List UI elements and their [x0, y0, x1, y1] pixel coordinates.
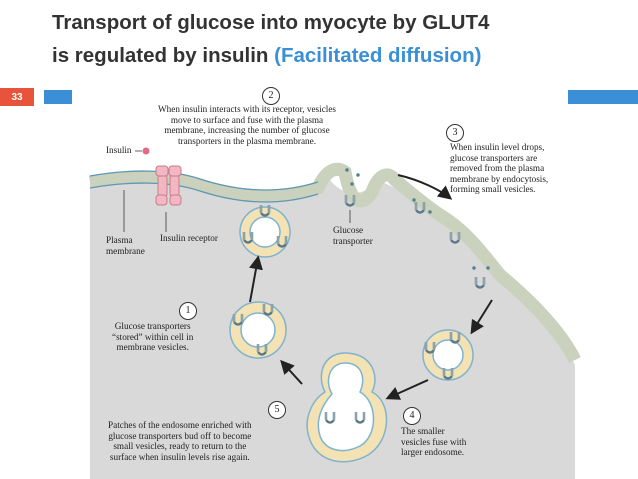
insulin-receptor-label: Insulin receptor: [160, 233, 218, 243]
slide-title: Transport of glucose into myocyte by GLU…: [52, 6, 489, 72]
vesicle-top: [239, 203, 291, 258]
plasma-membrane-label: Plasma membrane: [106, 235, 145, 256]
step-5-marker: 5: [268, 401, 286, 419]
step-1-text: Glucose transporters “stored” within cel…: [112, 321, 194, 353]
glucose-transporter-label: Glucose transporter: [333, 225, 373, 246]
title-line-2-text: is regulated by insulin: [52, 44, 275, 67]
step-3-marker: 3: [446, 124, 464, 142]
glucose-molecules: [345, 168, 490, 270]
step-2-marker: 2: [262, 87, 280, 105]
step-2-text: When insulin interacts with its receptor…: [158, 104, 336, 146]
arrow-bud-off: [280, 359, 303, 385]
title-highlight: (Facilitated diffusion): [274, 44, 482, 67]
vesicle-right: [422, 329, 474, 381]
step-1-marker: 1: [179, 302, 197, 320]
title-line-1: Transport of glucose into myocyte by GLU…: [52, 11, 490, 34]
title-line-2: is regulated by insulin (Facilitated dif…: [52, 39, 489, 72]
step-4-text: The smaller vesicles fuse with larger en…: [401, 426, 467, 458]
insulin-label: Insulin: [106, 145, 132, 155]
insulin-receptor-icon: [155, 165, 182, 206]
plasma-membrane: [88, 162, 581, 364]
title-rule-left: [44, 90, 72, 104]
arrow-to-vesicle-right: [470, 299, 493, 335]
step-4-marker: 4: [403, 407, 421, 425]
endosome: [306, 352, 388, 463]
arrow-to-endosome: [385, 379, 429, 400]
cytoplasm: [90, 177, 575, 479]
step-5-text: Patches of the endosome enriched with gl…: [108, 420, 252, 462]
vesicle-left: [229, 301, 287, 359]
insulin-icon: [142, 147, 150, 155]
arrow-1-to-2: [249, 255, 263, 303]
step-3-text: When insulin level drops, glucose transp…: [450, 142, 549, 195]
arrow-2-endocytosis: [397, 174, 453, 200]
slide-number-badge: 33: [0, 88, 34, 106]
title-rule-right: [568, 90, 638, 104]
